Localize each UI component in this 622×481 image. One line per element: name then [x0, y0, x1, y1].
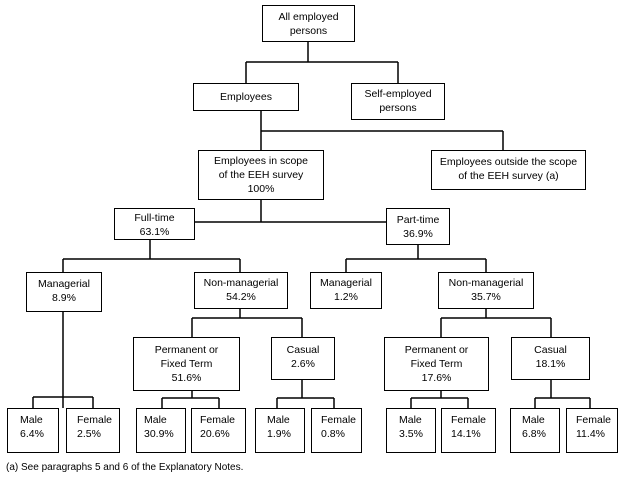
leaf-label: Female: [451, 414, 487, 426]
node-label: Fixed Term: [410, 358, 463, 370]
leaf-value: 6.4%: [20, 428, 44, 440]
leaf-label: Male: [20, 414, 43, 426]
node-all-employed: All employed persons: [262, 5, 355, 42]
node-label: Managerial: [320, 277, 372, 289]
node-label: persons: [289, 25, 328, 37]
node-value: 51.6%: [171, 372, 202, 384]
node-label: All employed: [278, 11, 339, 23]
leaf-value: 0.8%: [321, 428, 345, 440]
node-value: 18.1%: [535, 358, 566, 370]
leaf-label: Male: [522, 414, 545, 426]
leaf-value: 3.5%: [399, 428, 423, 440]
node-label: Employees: [220, 91, 272, 103]
leaf-value: 2.5%: [77, 428, 101, 440]
leaf-value: 11.4%: [576, 428, 605, 440]
node-value: 8.9%: [52, 292, 76, 304]
node-label: Casual: [534, 344, 567, 356]
node-label: Non-managerial: [448, 277, 524, 289]
node-label: Permanent or: [154, 344, 219, 356]
node-value: 1.2%: [334, 291, 358, 303]
leaf-value: 1.9%: [267, 428, 291, 440]
leaf-ft-permanent-male: Male 30.9%: [136, 408, 186, 453]
node-value: 17.6%: [421, 372, 452, 384]
leaf-label: Female: [200, 414, 236, 426]
node-self-employed: Self-employed persons: [351, 83, 445, 120]
node-label: Managerial: [38, 278, 90, 290]
node-label: Full-time: [134, 212, 175, 224]
leaf-ft-casual-female: Female 0.8%: [311, 408, 362, 453]
node-label: Fixed Term: [160, 358, 213, 370]
node-part-time: Part-time 36.9%: [386, 208, 450, 245]
node-in-scope: Employees in scope of the EEH survey 100…: [198, 150, 324, 200]
node-pt-managerial: Managerial 1.2%: [310, 272, 382, 309]
node-label: Employees outside the scope: [439, 156, 578, 168]
node-value: 63.1%: [139, 226, 170, 238]
leaf-label: Male: [267, 414, 290, 426]
node-value: 35.7%: [471, 291, 501, 303]
leaf-ft-managerial-female: Female 2.5%: [66, 408, 120, 453]
node-label: Employees in scope: [214, 155, 308, 167]
node-full-time: Full-time 63.1%: [114, 208, 195, 240]
leaf-label: Male: [144, 414, 167, 426]
node-label: of the EEH survey (a): [458, 170, 559, 182]
node-label: of the EEH survey: [218, 169, 304, 181]
leaf-pt-permanent-male: Male 3.5%: [386, 408, 436, 453]
node-employees: Employees: [193, 83, 299, 111]
leaf-value: 14.1%: [451, 428, 481, 440]
node-ft-managerial: Managerial 8.9%: [26, 272, 102, 312]
leaf-pt-casual-female: Female 11.4%: [566, 408, 618, 453]
node-label: Permanent or: [404, 344, 469, 356]
leaf-pt-permanent-female: Female 14.1%: [441, 408, 496, 453]
node-label: persons: [379, 102, 417, 114]
node-ft-casual: Casual 2.6%: [271, 337, 335, 380]
leaf-pt-casual-male: Male 6.8%: [510, 408, 560, 453]
node-value: 100%: [247, 183, 275, 195]
node-pt-casual: Casual 18.1%: [511, 337, 590, 380]
leaf-label: Female: [576, 414, 612, 426]
node-pt-non-managerial: Non-managerial 35.7%: [438, 272, 534, 309]
leaf-label: Female: [77, 414, 113, 426]
node-label: Part-time: [396, 214, 440, 226]
node-ft-non-managerial: Non-managerial 54.2%: [194, 272, 288, 309]
leaf-value: 6.8%: [522, 428, 546, 440]
leaf-value: 20.6%: [200, 428, 230, 440]
footnote: (a) See paragraphs 5 and 6 of the Explan…: [6, 462, 244, 473]
leaf-ft-managerial-male: Male 6.4%: [7, 408, 59, 453]
leaf-value: 30.9%: [144, 428, 174, 440]
node-outside-scope: Employees outside the scope of the EEH s…: [431, 150, 586, 190]
node-value: 2.6%: [291, 358, 315, 370]
node-label: Non-managerial: [203, 277, 279, 289]
node-label: Casual: [286, 344, 320, 356]
node-value: 36.9%: [403, 228, 433, 240]
node-pt-permanent: Permanent or Fixed Term 17.6%: [384, 337, 489, 391]
leaf-ft-permanent-female: Female 20.6%: [191, 408, 246, 453]
node-ft-permanent: Permanent or Fixed Term 51.6%: [133, 337, 240, 391]
leaf-label: Female: [321, 414, 357, 426]
leaf-ft-casual-male: Male 1.9%: [255, 408, 305, 453]
node-label: Self-employed: [364, 88, 432, 100]
node-value: 54.2%: [226, 291, 256, 303]
leaf-label: Male: [399, 414, 422, 426]
